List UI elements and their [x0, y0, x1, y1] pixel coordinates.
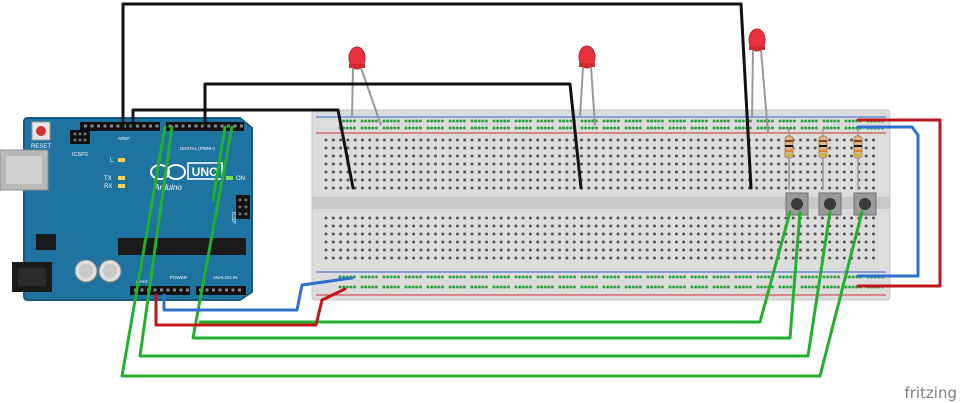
wire-black-led2 — [203, 82, 583, 190]
wire-black-led1 — [131, 108, 355, 190]
resistor-3 — [853, 128, 863, 190]
button-3[interactable] — [853, 192, 877, 216]
led-1 — [348, 46, 382, 126]
led-2 — [578, 45, 596, 126]
icsp-header — [236, 195, 250, 219]
arduino-uno-board: RESET ICSP2 L TX RX Arduino UNO ON — [0, 117, 253, 301]
wire-green-4 — [211, 125, 227, 202]
l-label: L — [110, 158, 114, 164]
wire-green-5 — [198, 210, 792, 324]
wire-green-3 — [120, 125, 864, 378]
ioref-label: IOREF — [136, 279, 149, 284]
power-label: POWER — [170, 275, 188, 280]
tx-led — [118, 176, 125, 180]
model-label: UNO — [192, 165, 219, 179]
digital-label: DIGITAL (PWM~) — [180, 146, 215, 151]
brand-label: Arduino — [153, 183, 182, 192]
on-label: ON — [236, 176, 245, 182]
button-1[interactable] — [785, 192, 809, 216]
reset-label: RESET — [31, 144, 51, 150]
wire-blue-gnd — [162, 276, 354, 312]
icsp-label: ICSP — [230, 212, 236, 224]
breadboard-holes — [324, 119, 884, 289]
on-led — [226, 176, 233, 180]
wire-red-5v — [154, 287, 347, 327]
atmega-chip — [118, 238, 246, 255]
fritzing-logo: fritzing — [904, 384, 957, 402]
breadboard — [311, 109, 891, 301]
l-led — [118, 158, 125, 162]
resistor-2 — [818, 128, 828, 190]
icsp2-label: ICSP2 — [72, 152, 88, 158]
icsp2-header — [70, 130, 90, 144]
wire-green-2 — [191, 125, 802, 340]
wire-black-led3 — [121, 2, 753, 190]
tx-label: TX — [104, 176, 112, 182]
rx-label: RX — [104, 184, 112, 190]
aref-label: AREF — [118, 136, 130, 141]
wire-green-1 — [138, 125, 832, 358]
resistor-1 — [784, 128, 794, 190]
analog-label: ANALOG IN — [213, 275, 238, 280]
rx-led — [118, 184, 125, 188]
led-3 — [748, 28, 769, 133]
wire-red-rail — [856, 118, 942, 288]
voltage-regulator — [36, 234, 56, 250]
uno-badge — [187, 162, 223, 180]
wire-blue-rail — [856, 125, 920, 278]
